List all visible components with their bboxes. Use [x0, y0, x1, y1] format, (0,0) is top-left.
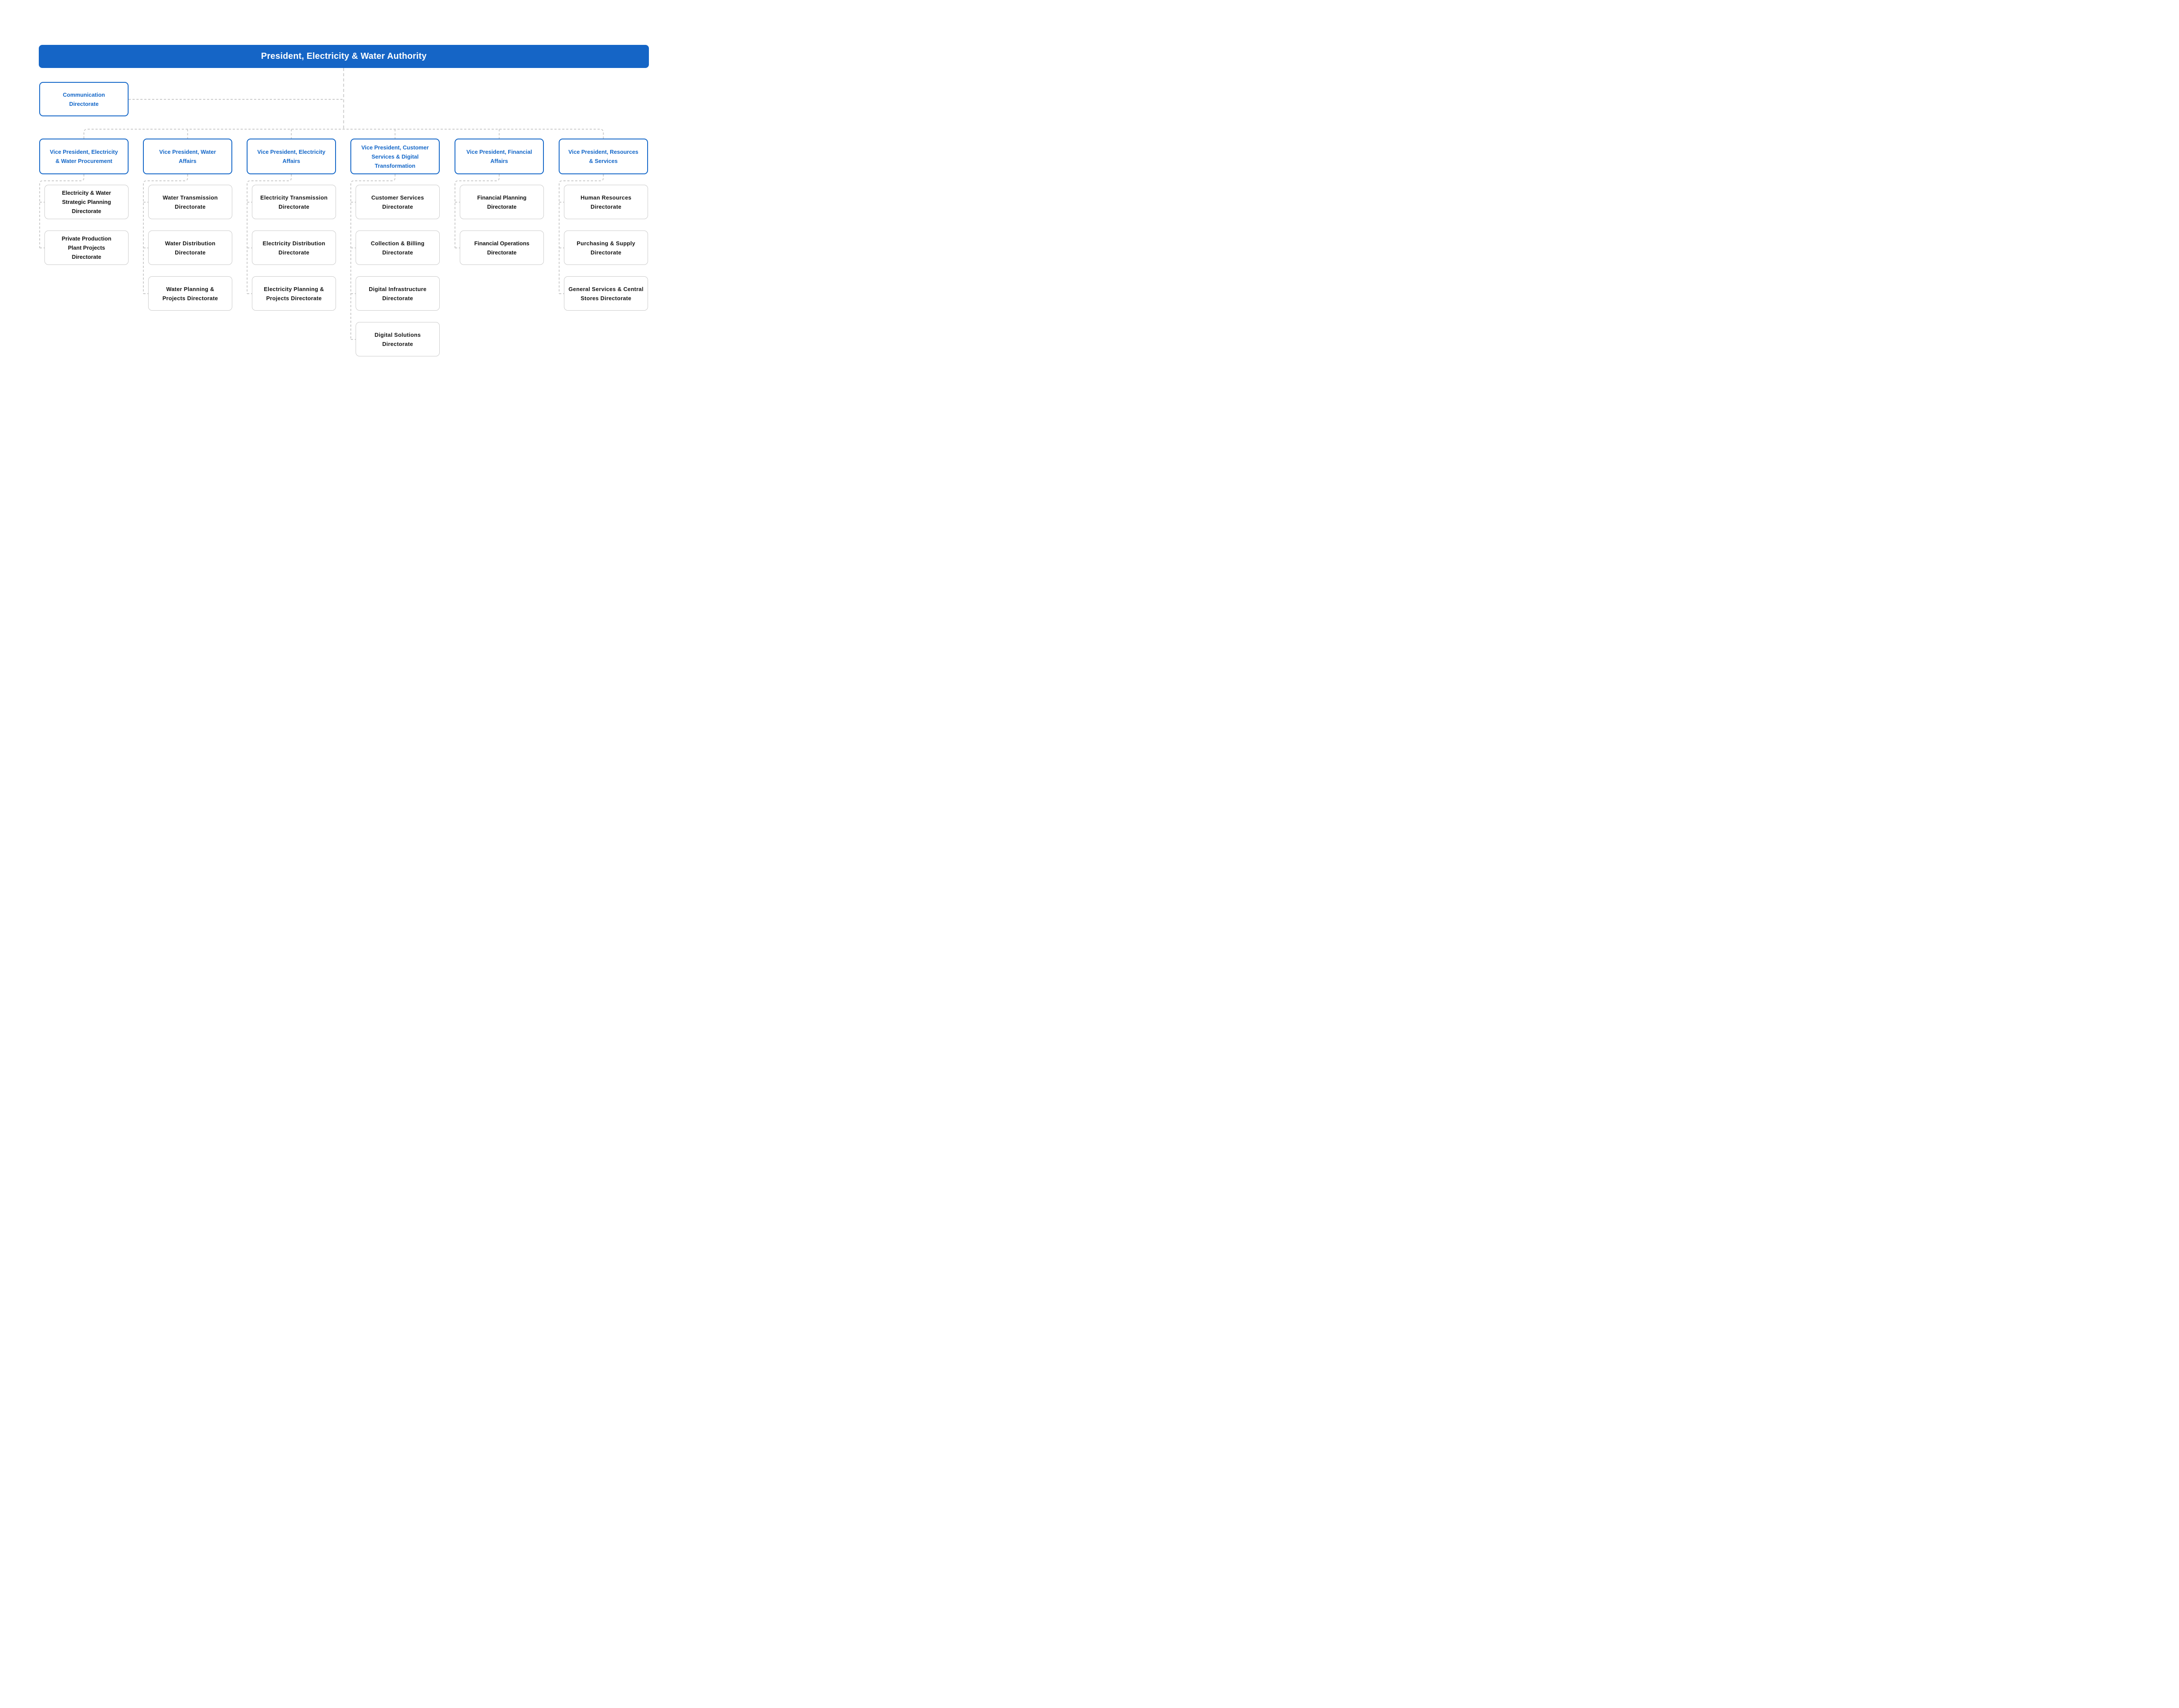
node-communication-directorate: Communication Directorate — [39, 82, 129, 116]
node-digital-infrastructure-directorate: Digital Infrastructure Directorate — [356, 276, 440, 311]
node-digital-solutions-directorate: Digital Solutions Directorate — [356, 322, 440, 356]
node-private-production-plant-projects-directorate: Private Production Plant Projects Direct… — [44, 230, 129, 265]
node-vp-electricity-water-procurement: Vice President, Electricity & Water Proc… — [39, 139, 129, 174]
node-vp-electricity-affairs: Vice President, Electricity Affairs — [247, 139, 336, 174]
node-vp-resources-services: Vice President, Resources & Services — [559, 139, 648, 174]
node-electricity-transmission-directorate: Electricity Transmission Directorate — [252, 185, 336, 219]
node-purchasing-supply-directorate: Purchasing & Supply Directorate — [564, 230, 648, 265]
node-electricity-water-strategic-planning-directorate: Electricity & Water Strategic Planning D… — [44, 185, 129, 219]
node-water-distribution-directorate: Water Distribution Directorate — [148, 230, 232, 265]
node-customer-services-directorate: Customer Services Directorate — [356, 185, 440, 219]
connector-lines — [39, 68, 604, 340]
node-water-transmission-directorate: Water Transmission Directorate — [148, 185, 232, 219]
node-vp-customer-services-digital-transformation: Vice President, Customer Services & Digi… — [350, 139, 440, 174]
node-financial-operations-directorate: Financial Operations Directorate — [460, 230, 544, 265]
node-electricity-distribution-directorate: Electricity Distribution Directorate — [252, 230, 336, 265]
node-human-resources-directorate: Human Resources Directorate — [564, 185, 648, 219]
node-electricity-planning-projects-directorate: Electricity Planning & Projects Director… — [252, 276, 336, 311]
node-vp-financial-affairs: Vice President, Financial Affairs — [455, 139, 544, 174]
node-general-services-central-stores-directorate: General Services & Central Stores Direct… — [564, 276, 648, 311]
node-vp-water-affairs: Vice President, Water Affairs — [143, 139, 232, 174]
node-financial-planning-directorate: Financial Planning Directorate — [460, 185, 544, 219]
node-collection-billing-directorate: Collection & Billing Directorate — [356, 230, 440, 265]
president-banner: President, Electricity & Water Authority — [39, 45, 649, 68]
node-water-planning-projects-directorate: Water Planning & Projects Directorate — [148, 276, 232, 311]
org-chart-page: { "header": { "title": "President, Elect… — [0, 0, 683, 421]
